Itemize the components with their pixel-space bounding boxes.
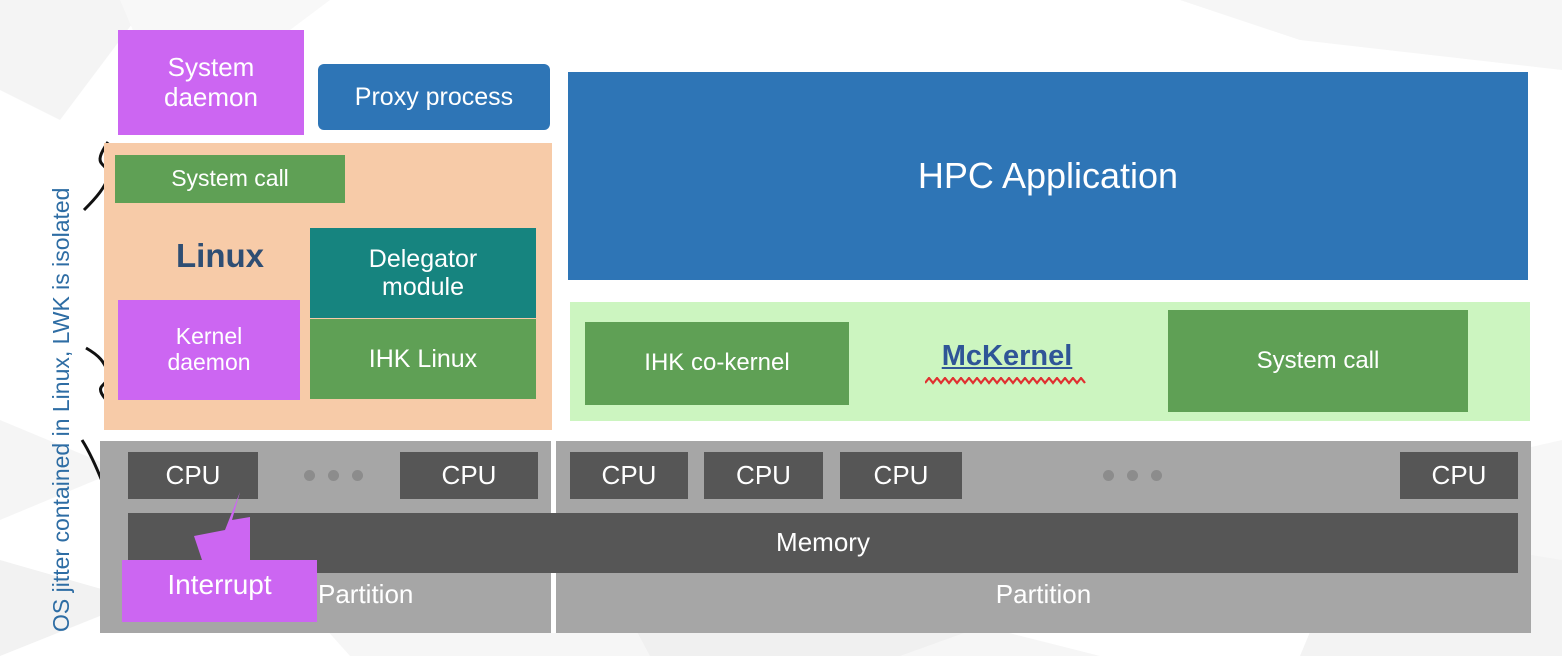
kernel-daemon-box[interactable]: Kernel daemon bbox=[118, 300, 300, 400]
dot-icon bbox=[351, 469, 363, 481]
dot-icon bbox=[1126, 469, 1138, 481]
linux-system-call-box[interactable]: System call bbox=[115, 155, 345, 203]
mckernel-label: McKernel bbox=[941, 339, 1073, 372]
cpu-box[interactable]: CPU bbox=[570, 452, 688, 499]
ihk-linux-box[interactable]: IHK Linux bbox=[310, 319, 536, 399]
cpu-box[interactable]: CPU bbox=[704, 452, 823, 499]
interrupt-callout[interactable]: Interrupt bbox=[122, 492, 317, 622]
cpu-box[interactable]: CPU bbox=[400, 452, 538, 499]
system-daemon-box[interactable]: System daemon bbox=[118, 30, 304, 135]
cpu-box[interactable]: CPU bbox=[128, 452, 258, 499]
linux-label: Linux bbox=[176, 236, 264, 274]
memory-bar: Memory bbox=[128, 513, 1518, 573]
cpu-box[interactable]: CPU bbox=[840, 452, 962, 499]
partition-label-left: Partition bbox=[318, 579, 414, 610]
mckernel-system-call-box[interactable]: System call bbox=[1168, 310, 1468, 412]
cpu-ellipsis bbox=[1095, 465, 1169, 485]
dot-icon bbox=[303, 469, 315, 481]
cpu-ellipsis bbox=[296, 465, 370, 485]
side-note-label: OS jitter contained in Linux, LWK is iso… bbox=[48, 187, 74, 632]
partition-label-right: Partition bbox=[995, 579, 1092, 610]
hpc-application-box[interactable]: HPC Application bbox=[568, 72, 1528, 280]
interrupt-label: Interrupt bbox=[167, 569, 272, 600]
cpu-box[interactable]: CPU bbox=[1400, 452, 1518, 499]
ihk-co-kernel-box[interactable]: IHK co-kernel bbox=[585, 322, 849, 405]
proxy-process-box[interactable]: Proxy process bbox=[318, 64, 550, 130]
dot-icon bbox=[1150, 469, 1162, 481]
delegator-module-box[interactable]: Delegator module bbox=[310, 228, 536, 318]
dot-icon bbox=[327, 469, 339, 481]
dot-icon bbox=[1102, 469, 1114, 481]
